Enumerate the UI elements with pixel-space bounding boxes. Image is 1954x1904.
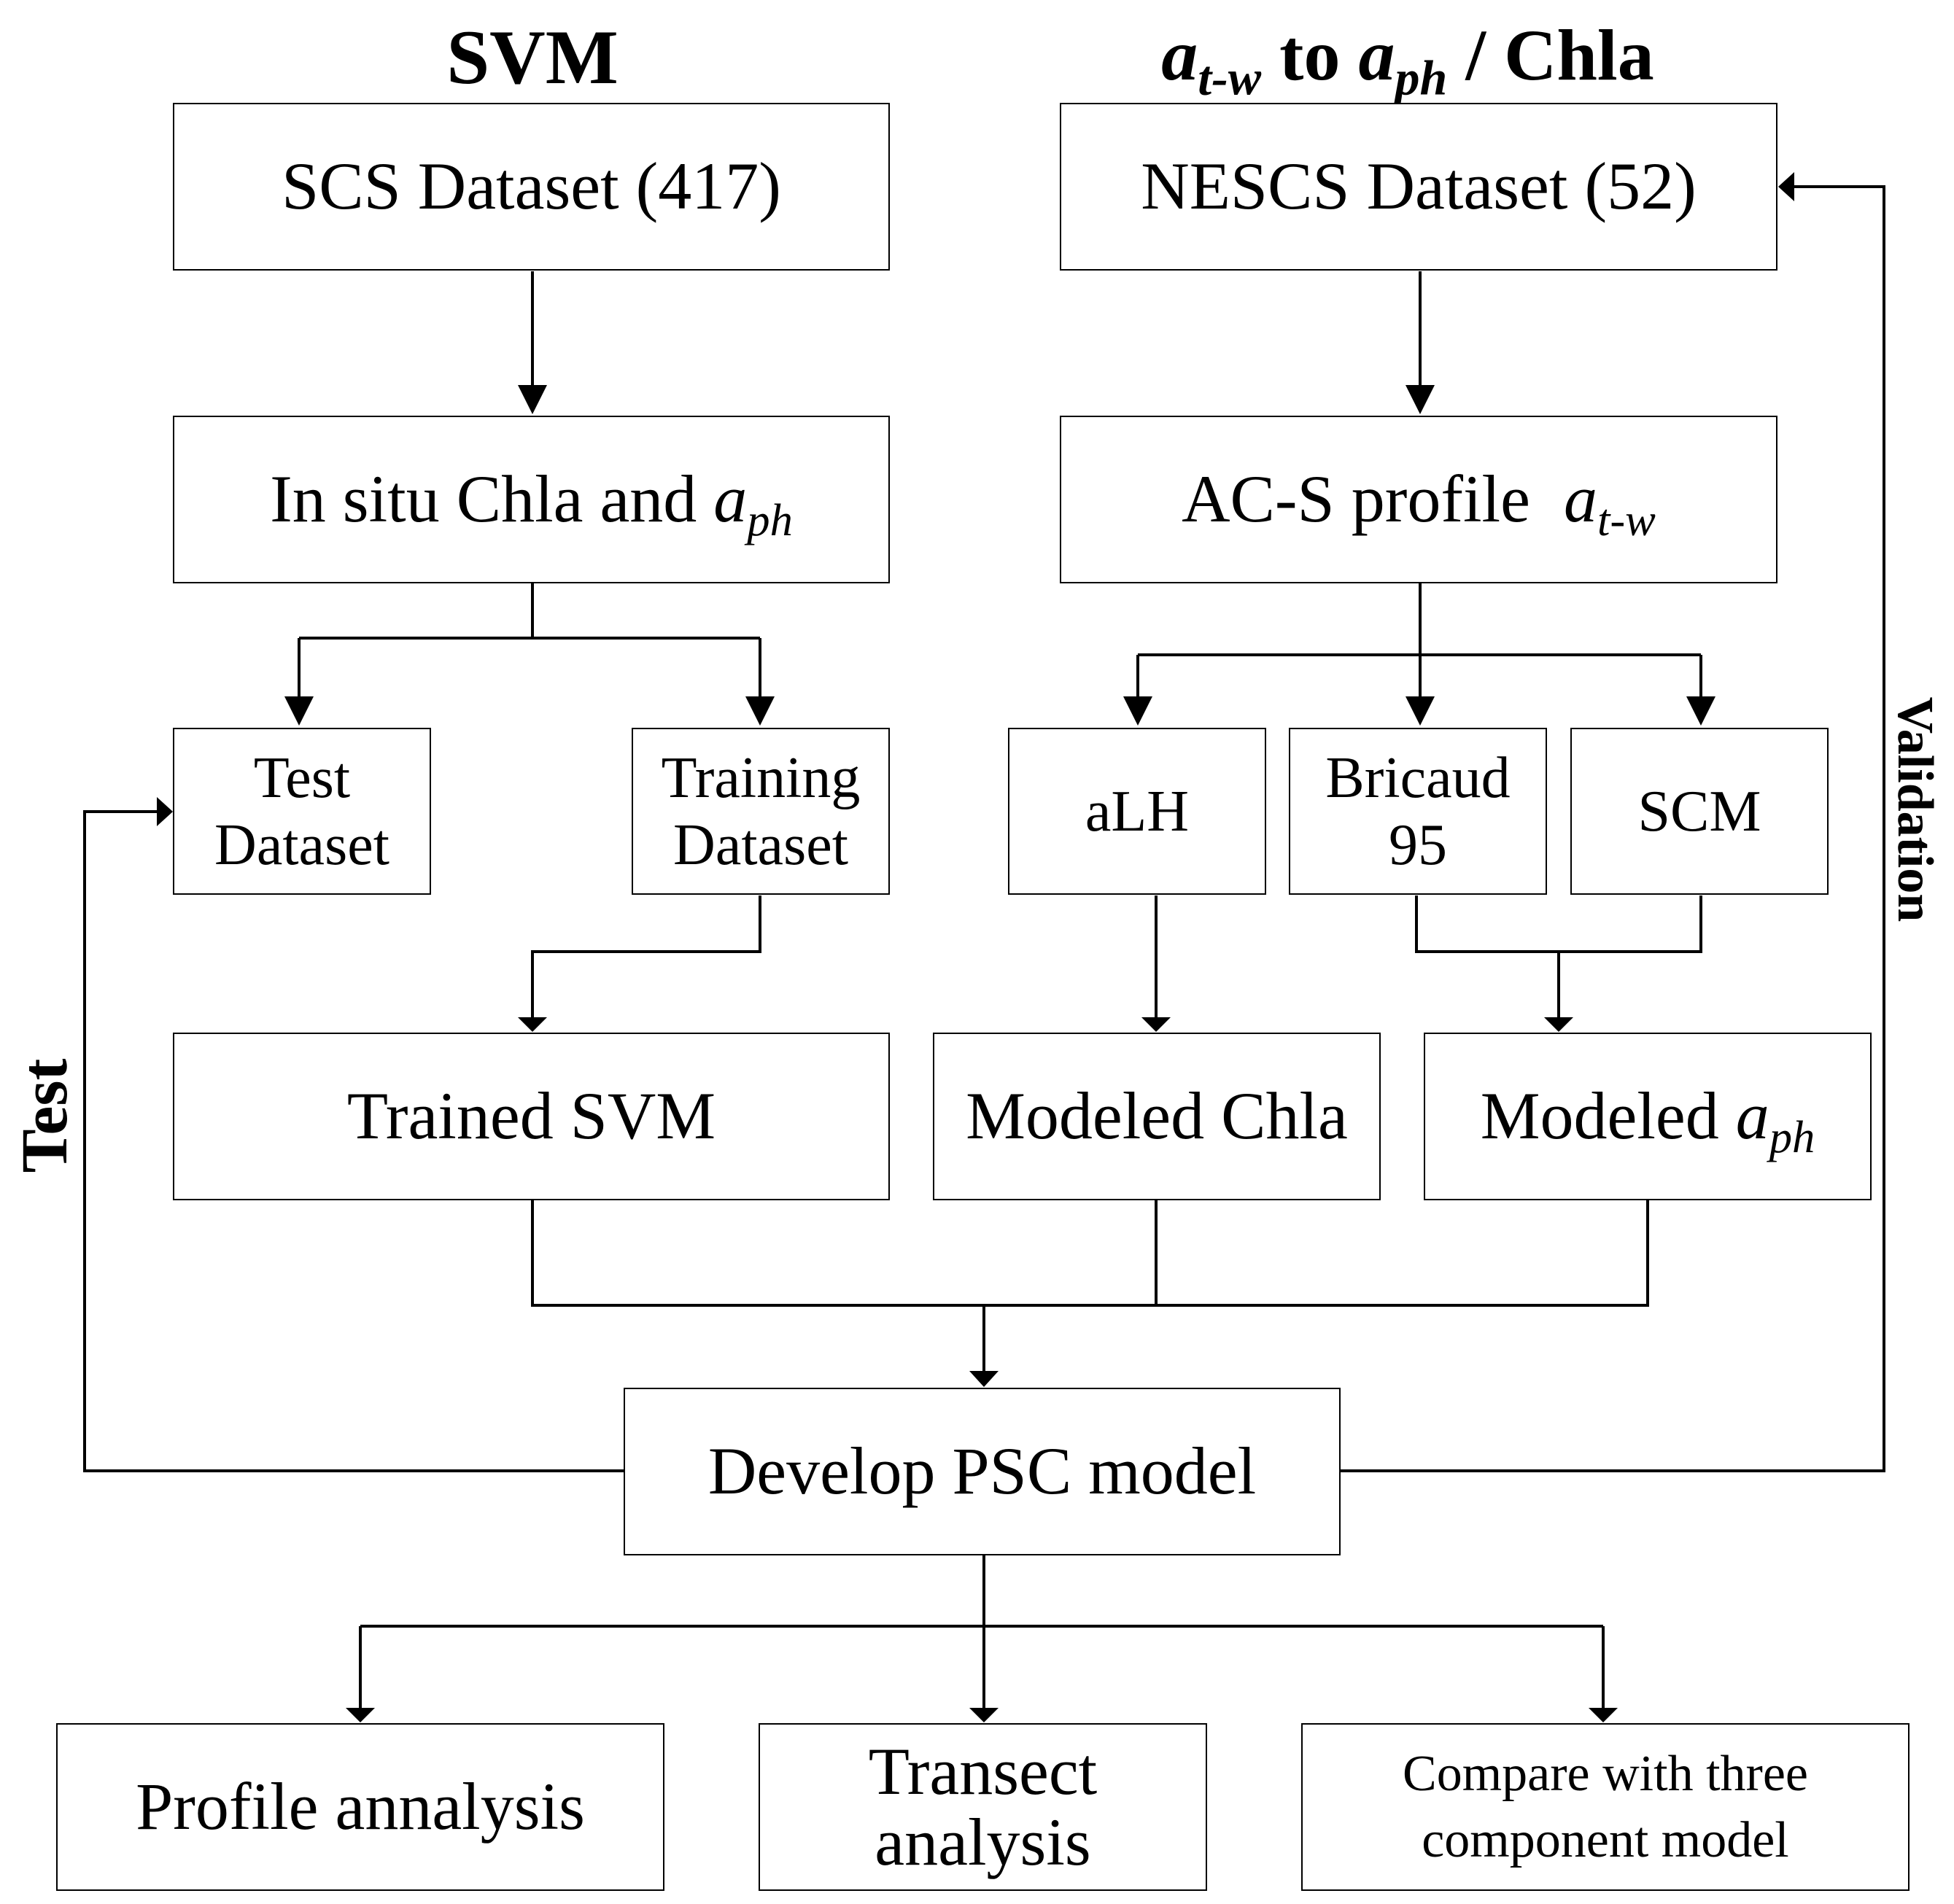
symbol-a: a — [1358, 15, 1395, 96]
node-modeled-chla: Modeled Chla — [933, 1033, 1381, 1200]
heading-svm: SVM — [446, 15, 619, 100]
node-label: NESCS Dataset (52) — [1141, 149, 1697, 224]
node-label: SCS Dataset (417) — [282, 149, 781, 224]
node-acs-profile: AC-S profile at-w — [1060, 416, 1777, 583]
node-compare-three-component: Compare with three component model — [1301, 1723, 1910, 1891]
heading-absorption: at-w to aph / Chla — [1094, 19, 1721, 103]
node-insitu-chla-aph: In situ Chla and aph — [173, 416, 890, 583]
node-training-dataset: Training Dataset — [632, 728, 890, 895]
arrow-test-loop — [83, 810, 624, 1472]
label-test: Test — [9, 1058, 81, 1173]
arrow-validation-loop — [1340, 185, 1885, 1472]
arrow-psc-split — [359, 1555, 1605, 1708]
node-develop-psc-model: Develop PSC model — [624, 1388, 1341, 1555]
heading-rest: / Chla — [1447, 15, 1654, 96]
node-bricaud-95: Bricaud 95 — [1289, 728, 1547, 895]
arrow-training-to-svm — [531, 895, 761, 1017]
label-validation: Validation — [1887, 696, 1943, 922]
node-alh: aLH — [1008, 728, 1266, 895]
node-test-dataset: Test Dataset — [173, 728, 431, 895]
arrow-acs-split — [1136, 583, 1702, 711]
node-transect-analysis: Transect analysis — [759, 1723, 1207, 1891]
node-trained-svm: Trained SVM — [173, 1033, 890, 1200]
subscript: t-w — [1198, 50, 1262, 106]
arrow-insitu-split — [298, 583, 761, 711]
node-scm: SCM — [1570, 728, 1829, 895]
node-modeled-aph: Modeled aph — [1424, 1033, 1872, 1200]
arrow-models-to-psc — [531, 1200, 1649, 1371]
node-scs-dataset: SCS Dataset (417) — [173, 103, 890, 271]
subscript: ph — [1395, 50, 1448, 106]
node-profile-analysis: Profile annalysis — [56, 1723, 664, 1891]
heading-to: to — [1261, 15, 1359, 96]
node-label: In situ Chla and aph — [270, 462, 793, 545]
node-label: Modeled aph — [1480, 1079, 1815, 1162]
symbol-a: a — [1161, 15, 1198, 96]
arrow-bricaud-scm-to-aph — [1415, 895, 1702, 1017]
node-nescs-dataset: NESCS Dataset (52) — [1060, 103, 1777, 271]
node-label: AC-S profile at-w — [1182, 462, 1656, 545]
